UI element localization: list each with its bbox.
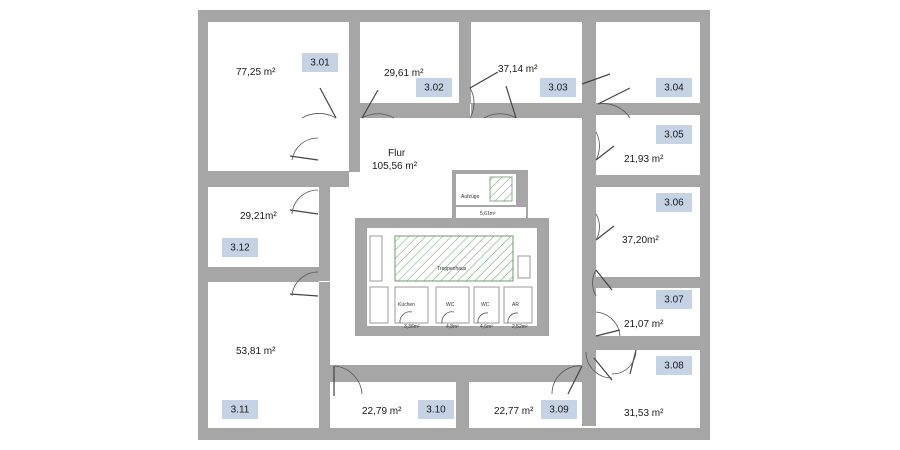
room-label-3-02[interactable]: 3.02 — [416, 78, 452, 97]
room-area-3-08: 31,53 m² — [624, 408, 664, 419]
svg-text:3.01: 3.01 — [310, 58, 330, 69]
room-3-05[interactable] — [596, 115, 696, 175]
door-3-07-08[interactable] — [585, 311, 637, 381]
room-area-3-10: 22,79 m² — [362, 406, 402, 417]
kitchen-label: Küchen — [398, 302, 415, 308]
room-area-3-05: 21,93 m² — [624, 154, 664, 165]
room-label-3-06[interactable]: 3.06 — [656, 193, 692, 212]
room-label-3-03[interactable]: 3.03 — [540, 78, 576, 97]
wc2-room — [473, 286, 500, 324]
core-left-niche — [369, 286, 389, 324]
room-area-3-11: 53,81 m² — [236, 346, 276, 357]
door-kitchen[interactable] — [399, 311, 413, 324]
room-label-3-01[interactable]: 3.01 — [302, 53, 338, 72]
door-3-12-upper[interactable] — [289, 137, 319, 215]
wall — [319, 282, 330, 428]
wall — [208, 171, 349, 187]
wall — [456, 382, 469, 428]
wall — [330, 365, 582, 382]
door-ar[interactable] — [507, 312, 519, 324]
svg-text:3.09: 3.09 — [549, 405, 569, 416]
stair-left-block — [369, 235, 383, 282]
svg-text:3.08: 3.08 — [664, 361, 684, 372]
svg-text:3.05: 3.05 — [664, 130, 684, 141]
room-area-3-02: 29,61 m² — [384, 68, 424, 79]
kitchen-room — [394, 286, 429, 324]
room-label-3-12[interactable]: 3.12 — [222, 238, 258, 257]
ar-area: 2,52m² — [512, 324, 528, 330]
svg-text:3.10: 3.10 — [426, 405, 446, 416]
svg-text:3.02: 3.02 — [424, 83, 444, 94]
room-area-3-07: 21,07 m² — [624, 319, 664, 330]
room-label-3-11[interactable]: 3.11 — [222, 400, 258, 419]
wc2-area: 4,6m² — [480, 324, 493, 330]
door-3-05[interactable] — [595, 131, 615, 161]
room-area-3-06: 37,20m² — [622, 235, 659, 246]
room-3-01[interactable] — [212, 24, 349, 171]
wall — [459, 22, 471, 104]
lift-car-hatch — [489, 176, 513, 202]
ar-label: AR — [512, 302, 519, 308]
room-label-3-04[interactable]: 3.04 — [656, 78, 692, 97]
room-area-3-09: 22,77 m² — [494, 406, 534, 417]
door-3-02[interactable] — [361, 89, 395, 119]
ar-room — [503, 286, 533, 324]
wall — [582, 22, 596, 186]
wall — [208, 267, 319, 282]
svg-text:3.06: 3.06 — [664, 198, 684, 209]
kitchen-area: 3,36m² — [404, 324, 420, 330]
door-wc1[interactable] — [441, 311, 455, 324]
svg-text:3.03: 3.03 — [548, 83, 568, 94]
wall — [596, 277, 700, 288]
door-3-03[interactable] — [469, 71, 517, 119]
wall — [582, 186, 596, 426]
room-area-3-01: 77,25 m² — [236, 67, 276, 78]
room-label-3-05[interactable]: 3.05 — [656, 125, 692, 144]
door-3-01[interactable] — [301, 87, 337, 119]
door-3-11[interactable] — [289, 271, 319, 297]
lift-area: 5,61m² — [480, 211, 496, 217]
wall — [319, 171, 330, 281]
wall — [596, 336, 700, 350]
room-label-3-09[interactable]: 3.09 — [541, 400, 577, 419]
door-3-04[interactable] — [581, 73, 631, 119]
lift-label: Aufzüge — [461, 194, 480, 200]
door-3-06[interactable] — [592, 213, 615, 297]
room-label-3-08[interactable]: 3.08 — [656, 356, 692, 375]
wc1-room — [435, 286, 470, 324]
svg-text:3.07: 3.07 — [664, 295, 684, 306]
svg-text:3.12: 3.12 — [230, 243, 250, 254]
wc1-area: 4,8m² — [446, 324, 459, 330]
svg-text:3.11: 3.11 — [231, 405, 250, 416]
room-area-3-03: 37,14 m² — [498, 64, 538, 75]
room-label-3-10[interactable]: 3.10 — [418, 400, 454, 419]
corridor-area: 105,56 m² — [372, 161, 418, 172]
wall — [349, 22, 360, 172]
room-label-3-07[interactable]: 3.07 — [656, 290, 692, 309]
door-3-10[interactable] — [333, 365, 363, 396]
wc2-label: WC — [481, 302, 490, 308]
corridor-name: Flur — [388, 148, 406, 159]
lift-lobby — [456, 207, 526, 218]
wall — [360, 103, 470, 118]
wc1-label: WC — [446, 302, 455, 308]
wall — [471, 103, 582, 118]
stair-right-block — [517, 255, 531, 279]
stair-label: Treppenhaus — [437, 266, 467, 272]
wall — [596, 103, 700, 115]
stairwell — [394, 235, 514, 282]
room-area-3-12: 29,21m² — [240, 211, 277, 222]
door-wc2[interactable] — [477, 312, 489, 324]
svg-text:3.04: 3.04 — [664, 83, 684, 94]
door-3-09[interactable] — [551, 365, 583, 395]
wall — [596, 175, 700, 187]
